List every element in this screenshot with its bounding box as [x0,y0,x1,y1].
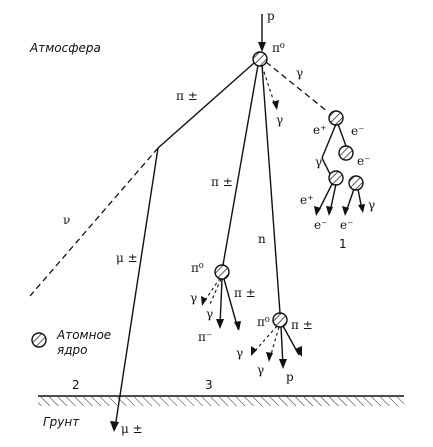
legend-nucleus-label-2: ядро [57,343,87,357]
legend-nucleus-label-1: Атомное [56,328,111,342]
label-pi-pm-mid-right: π ± [234,286,256,300]
cascade-nucleus-2 [338,145,354,161]
label-ground: Грунт [43,415,80,429]
cascade-gamma-track [321,157,331,175]
pi-pm-left-track [157,62,255,149]
cascade-gamma2-arrow [358,204,365,213]
label-e-minus-1: e⁻ [351,124,364,138]
cascade-e-minus4-arrow [342,206,349,216]
mid-pi-minus-arrow [216,319,224,329]
label-e-minus-4: e⁻ [340,218,353,232]
label-e-plus-1: e⁺ [313,123,326,137]
label-pi0-mid: π⁰ [191,261,204,275]
label-gamma-mid: γ [190,291,197,305]
nucleus-right [272,312,288,328]
label-gamma-right: γ [296,66,303,80]
label-neutron: n [258,232,266,246]
right-gamma1-track [253,325,278,353]
label-e-minus-3: e⁻ [314,218,327,232]
label-p-out: p [286,370,294,384]
label-ground-num-3: 3 [205,378,213,392]
proton-arrow [258,42,266,52]
neutrino-track [29,147,159,297]
ground-hatching [38,397,404,406]
label-neutrino: ν [63,213,70,227]
label-ground-num-2: 2 [72,378,80,392]
right-pi-pm-arrow [295,346,302,357]
label-muon-ground: μ ± [121,422,143,436]
right-gamma2-arrow [266,352,273,362]
cascade-nucleus-3 [328,170,344,186]
mid-pi-minus-track [219,278,223,327]
nucleus-mid [214,264,230,280]
neutron-track [261,64,281,314]
cascade-nucleus-1 [328,110,344,126]
mid-pi-pm-track [223,278,239,330]
label-pi-minus-mid: π⁻ [198,330,212,344]
mid-pi-pm-arrow [234,321,241,331]
legend-nucleus-icon [31,332,47,348]
cascade-e-minus3-arrow [326,206,333,216]
label-e-plus-2: e⁺ [300,193,313,207]
label-muon: μ ± [116,251,138,265]
label-gamma-cascade-2: γ [368,198,375,212]
pi-pm-mid-track [222,64,259,266]
mid-gamma1-arrow [201,296,207,306]
cascade-e-plus2-track [317,183,333,213]
label-pi-pm-right: π ± [291,318,313,332]
label-e-minus-2: e⁻ [357,154,370,168]
label-gamma-mid-2: γ [206,307,213,321]
label-cascade-num: 1 [339,237,347,251]
gamma-down-arrow [272,100,279,110]
label-pi-pm-left: π ± [176,89,198,103]
label-pi0-right: π⁰ [257,315,270,329]
cascade-e-minus-track [337,123,347,147]
label-pi0-top: π⁰ [272,41,285,55]
mid-gamma1-track [203,277,221,303]
muon-track [114,147,159,429]
gamma-right-track [265,61,329,113]
nucleus-top [252,51,268,67]
label-gamma-down: γ [276,113,283,127]
cascade-e-plus-track [321,123,337,159]
mid-gamma2-track [209,278,222,305]
label-atmosphere: Атмосфера [29,41,101,55]
label-gamma-right-1: γ [236,346,243,360]
cascade-e-plus2-arrow [314,206,321,216]
label-pi-pm-mid: π ± [211,175,233,189]
label-gamma-right-2: γ [257,363,264,377]
right-gamma1-arrow [251,346,257,356]
cascade-nucleus-4 [348,175,364,191]
right-p-arrow [279,359,287,369]
label-gamma-cascade: γ [315,155,322,169]
gamma-down-track [261,65,277,109]
label-proton-in: p [267,9,275,23]
muon-arrow [110,421,119,432]
